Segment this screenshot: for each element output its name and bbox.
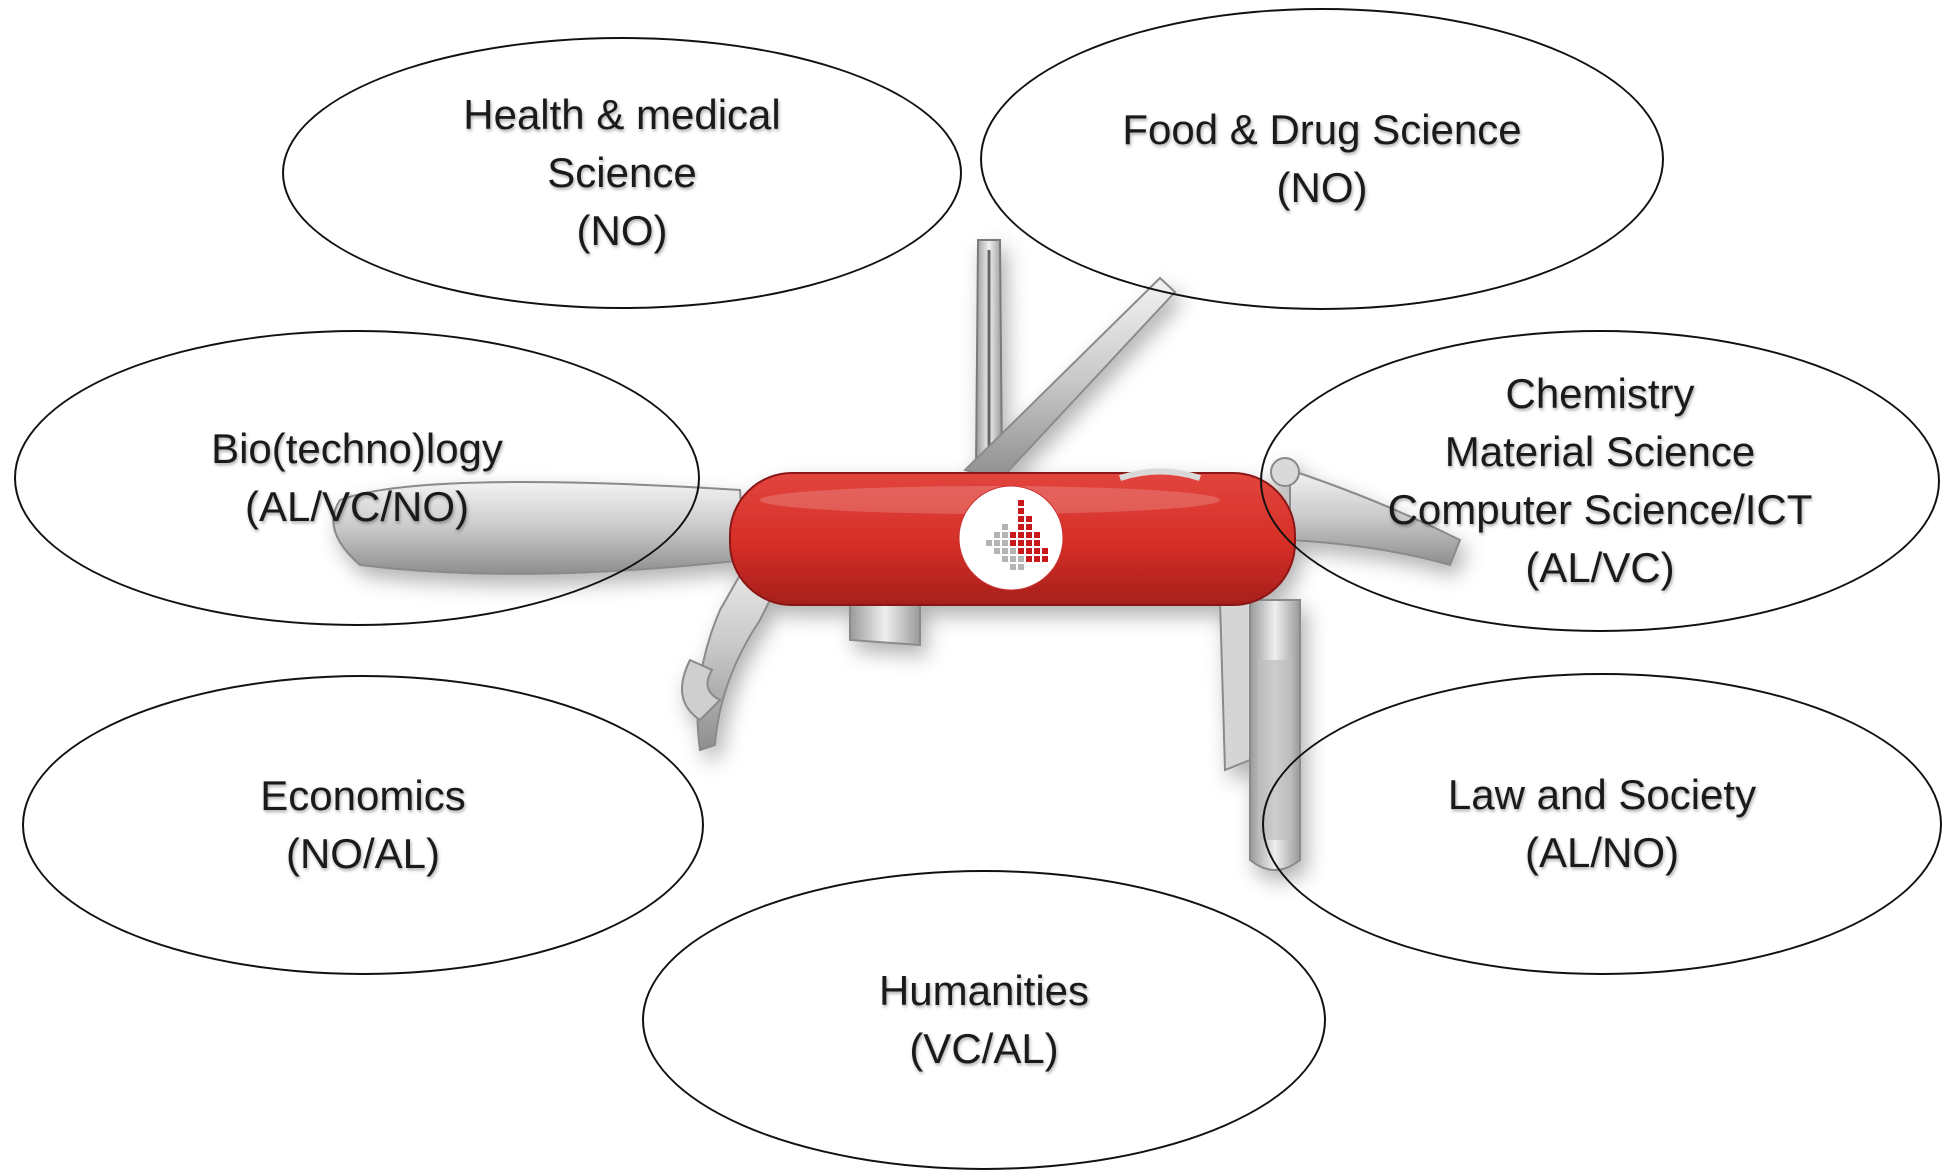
oval-law-and-society: Law and Society (AL/NO) <box>1262 673 1942 975</box>
oval-food-drug-science: Food & Drug Science (NO) <box>980 8 1664 310</box>
oval-line: (NO) <box>1276 164 1368 211</box>
oval-line: (AL/VC/NO) <box>244 483 470 530</box>
oval-line: Health & medical <box>463 91 781 138</box>
oval-line: Bio(techno)logy <box>211 425 503 472</box>
oval-health-medical-science: Health & medical Science (NO) <box>282 37 962 309</box>
logo-icon <box>958 485 1064 591</box>
oval-line: Computer Science/ICT <box>1387 486 1813 533</box>
oval-line: (AL/VC) <box>1525 544 1675 591</box>
oval-line: Law and Society <box>1447 771 1757 818</box>
oval-line: Food & Drug Science <box>1122 106 1522 153</box>
oval-chemistry-material-computer-science: Chemistry Material Science Computer Scie… <box>1260 330 1940 632</box>
oval-humanities: Humanities (VC/AL) <box>642 870 1326 1170</box>
oval-line: Science <box>547 149 697 196</box>
oval-line: Economics <box>260 772 466 819</box>
oval-line: (NO) <box>576 207 668 254</box>
oval-line: Material Science <box>1444 428 1756 475</box>
oval-line: Chemistry <box>1505 370 1695 417</box>
oval-line: (NO/AL) <box>285 830 440 877</box>
oval-biotechnology: Bio(techno)logy (AL/VC/NO) <box>14 330 700 626</box>
oval-line: (AL/NO) <box>1524 829 1679 876</box>
oval-economics: Economics (NO/AL) <box>22 675 704 975</box>
oval-line: (VC/AL) <box>909 1025 1059 1072</box>
oval-line: Humanities <box>878 967 1090 1014</box>
